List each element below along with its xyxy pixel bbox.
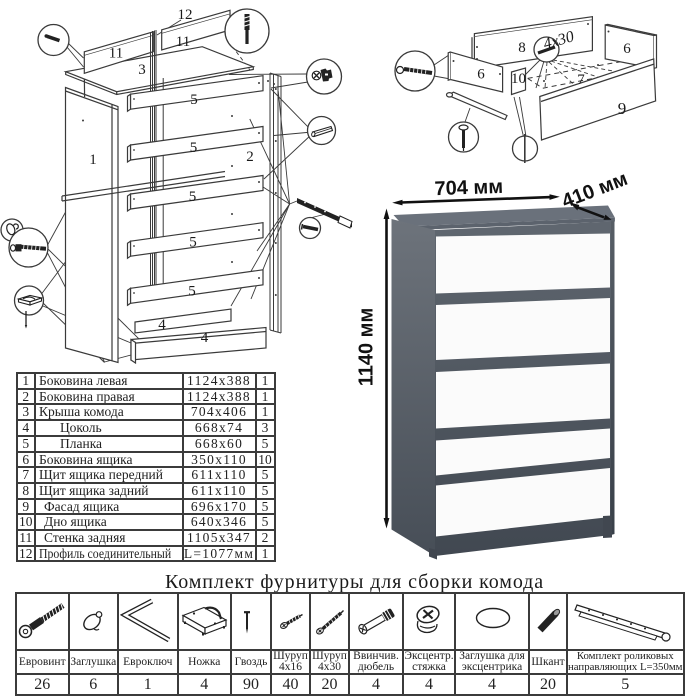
svg-text:10: 10 xyxy=(511,71,526,87)
svg-text:4: 4 xyxy=(158,317,166,333)
svg-text:3: 3 xyxy=(138,62,146,78)
svg-text:2: 2 xyxy=(246,149,254,165)
svg-text:1: 1 xyxy=(89,152,97,168)
svg-text:7: 7 xyxy=(577,72,585,88)
svg-text:5: 5 xyxy=(188,284,196,300)
svg-text:5: 5 xyxy=(190,92,198,108)
svg-text:5: 5 xyxy=(189,235,197,251)
svg-text:6: 6 xyxy=(623,41,631,57)
svg-text:5: 5 xyxy=(190,140,198,156)
svg-text:1140 мм: 1140 мм xyxy=(356,308,378,387)
svg-text:5: 5 xyxy=(189,189,197,205)
svg-text:6: 6 xyxy=(477,67,485,83)
svg-text:11: 11 xyxy=(109,46,123,62)
svg-text:8: 8 xyxy=(518,40,526,56)
svg-text:9: 9 xyxy=(618,99,627,118)
svg-text:704 мм: 704 мм xyxy=(434,176,503,200)
svg-text:4: 4 xyxy=(201,330,209,346)
svg-text:12: 12 xyxy=(178,7,193,23)
svg-text:11: 11 xyxy=(176,34,190,50)
